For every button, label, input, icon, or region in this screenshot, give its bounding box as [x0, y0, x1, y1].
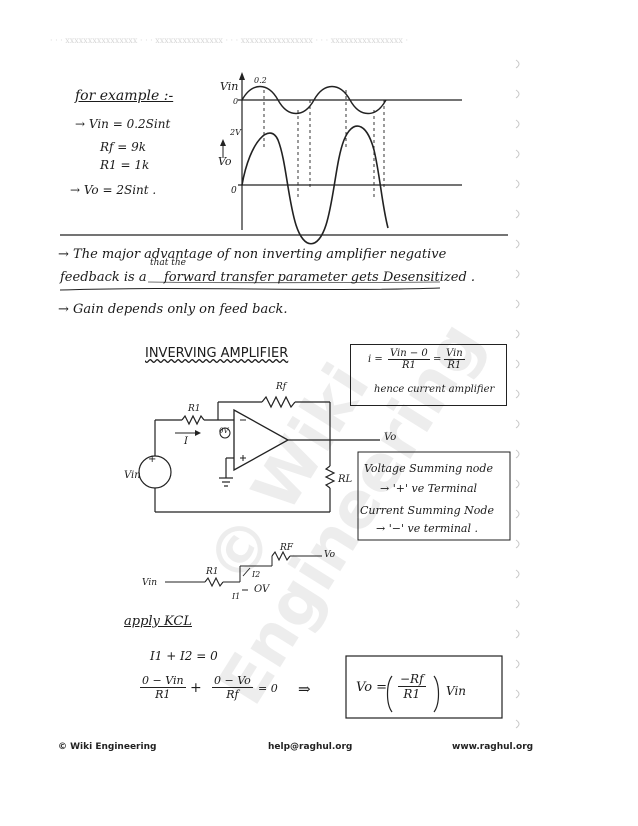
kcl-plus: + — [190, 680, 202, 696]
example-title: for example :- — [75, 88, 174, 104]
kcl-label-i1: I1 — [232, 592, 241, 601]
current-fraction-1: Vin − 0 R1 — [388, 348, 430, 371]
summing-voltage: Voltage Summing node — [364, 462, 493, 475]
vo-zero: 0 — [231, 186, 237, 196]
kcl-title: apply KCL — [124, 614, 192, 629]
kcl-eq-zero: = 0 — [258, 682, 278, 695]
label-current: I — [184, 436, 188, 447]
note-line-2-prefix: feedback is a — [60, 270, 147, 285]
current-eq-lhs: i = — [368, 354, 383, 365]
summing-current: Current Summing Node — [360, 504, 494, 517]
kcl-label-vo: Vo — [324, 550, 336, 560]
current-equation-box — [350, 344, 507, 406]
label-r1: R1 — [188, 404, 201, 414]
kcl-label-r1: R1 — [206, 567, 219, 577]
current-note: hence current amplifier — [374, 384, 495, 395]
label-vin: Vin — [124, 470, 141, 481]
kcl-label-i2: I2 — [252, 570, 261, 579]
kcl-frac1-den: R1 — [155, 688, 171, 701]
footer-right[interactable]: www.raghul.org — [452, 742, 534, 752]
result-fraction: −Rf R1 — [398, 672, 426, 701]
current-num-2: Vin — [444, 348, 465, 360]
kcl-frac2-num: 0 − Vo — [212, 674, 253, 688]
kcl-frac2-den: Rf — [226, 688, 239, 701]
result-num: −Rf — [398, 672, 426, 687]
note-line-2-rest: forward transfer parameter gets Desensit… — [164, 270, 476, 285]
example-r1: R1 = 1k — [100, 158, 150, 172]
example-rf: Rf = 9k — [100, 140, 147, 154]
current-den-1: R1 — [401, 360, 416, 371]
kcl-frac1-num: 0 − Vin — [140, 674, 186, 688]
note-line-1: → The major advantage of non inverting a… — [58, 247, 447, 262]
label-source-plus: + — [148, 454, 157, 465]
scan-header: · · · xxxxxxxxxxxxxxxx · · · xxxxxxxxxxx… — [50, 36, 408, 45]
summing-voltage-terminal: → '+' ve Terminal — [380, 482, 478, 495]
example-vin: → Vin = 0.2Sint — [75, 117, 171, 131]
result-lhs: Vo = — [356, 680, 388, 695]
kcl-label-vin: Vin — [142, 578, 158, 588]
vin-zero: 0 — [233, 97, 239, 106]
vin-amp-label: 0.2 — [254, 76, 267, 85]
vo-axis-label: Vo — [218, 155, 232, 168]
kcl-implies: ⇒ — [298, 680, 311, 698]
kcl-equation-1: I1 + I2 = 0 — [150, 649, 218, 663]
inverting-title: INVERVING AMPLIFIER — [145, 346, 289, 361]
kcl-fraction-1: 0 − Vin R1 — [140, 674, 186, 701]
footer-center[interactable]: help@raghul.org — [268, 742, 353, 752]
current-num-1: Vin − 0 — [388, 348, 430, 360]
vo-amp-label: 2V — [230, 128, 241, 137]
label-vo: Vo — [384, 432, 397, 443]
note-line-3: → Gain depends only on feed back. — [58, 302, 288, 317]
summing-current-terminal: → '−' ve terminal . — [376, 522, 478, 535]
result-rhs: Vin — [446, 684, 467, 698]
current-den-2: R1 — [447, 360, 462, 371]
note-line-2-insert: that the — [150, 258, 186, 268]
kcl-label-rf: RF — [280, 543, 294, 553]
footer-left: © Wiki Engineering — [58, 742, 157, 752]
label-rf: Rf — [276, 382, 287, 392]
label-0v: 0V — [219, 427, 229, 435]
vin-axis-label: Vin — [220, 80, 239, 93]
example-vo: → Vo = 2Sint . — [70, 183, 157, 197]
label-rl: RL — [338, 474, 353, 485]
kcl-fraction-2: 0 − Vo Rf — [212, 674, 253, 701]
kcl-label-ov: OV — [254, 584, 270, 595]
current-eq-2: = — [433, 354, 442, 365]
current-fraction-2: Vin R1 — [444, 348, 465, 371]
result-den: R1 — [403, 687, 421, 701]
